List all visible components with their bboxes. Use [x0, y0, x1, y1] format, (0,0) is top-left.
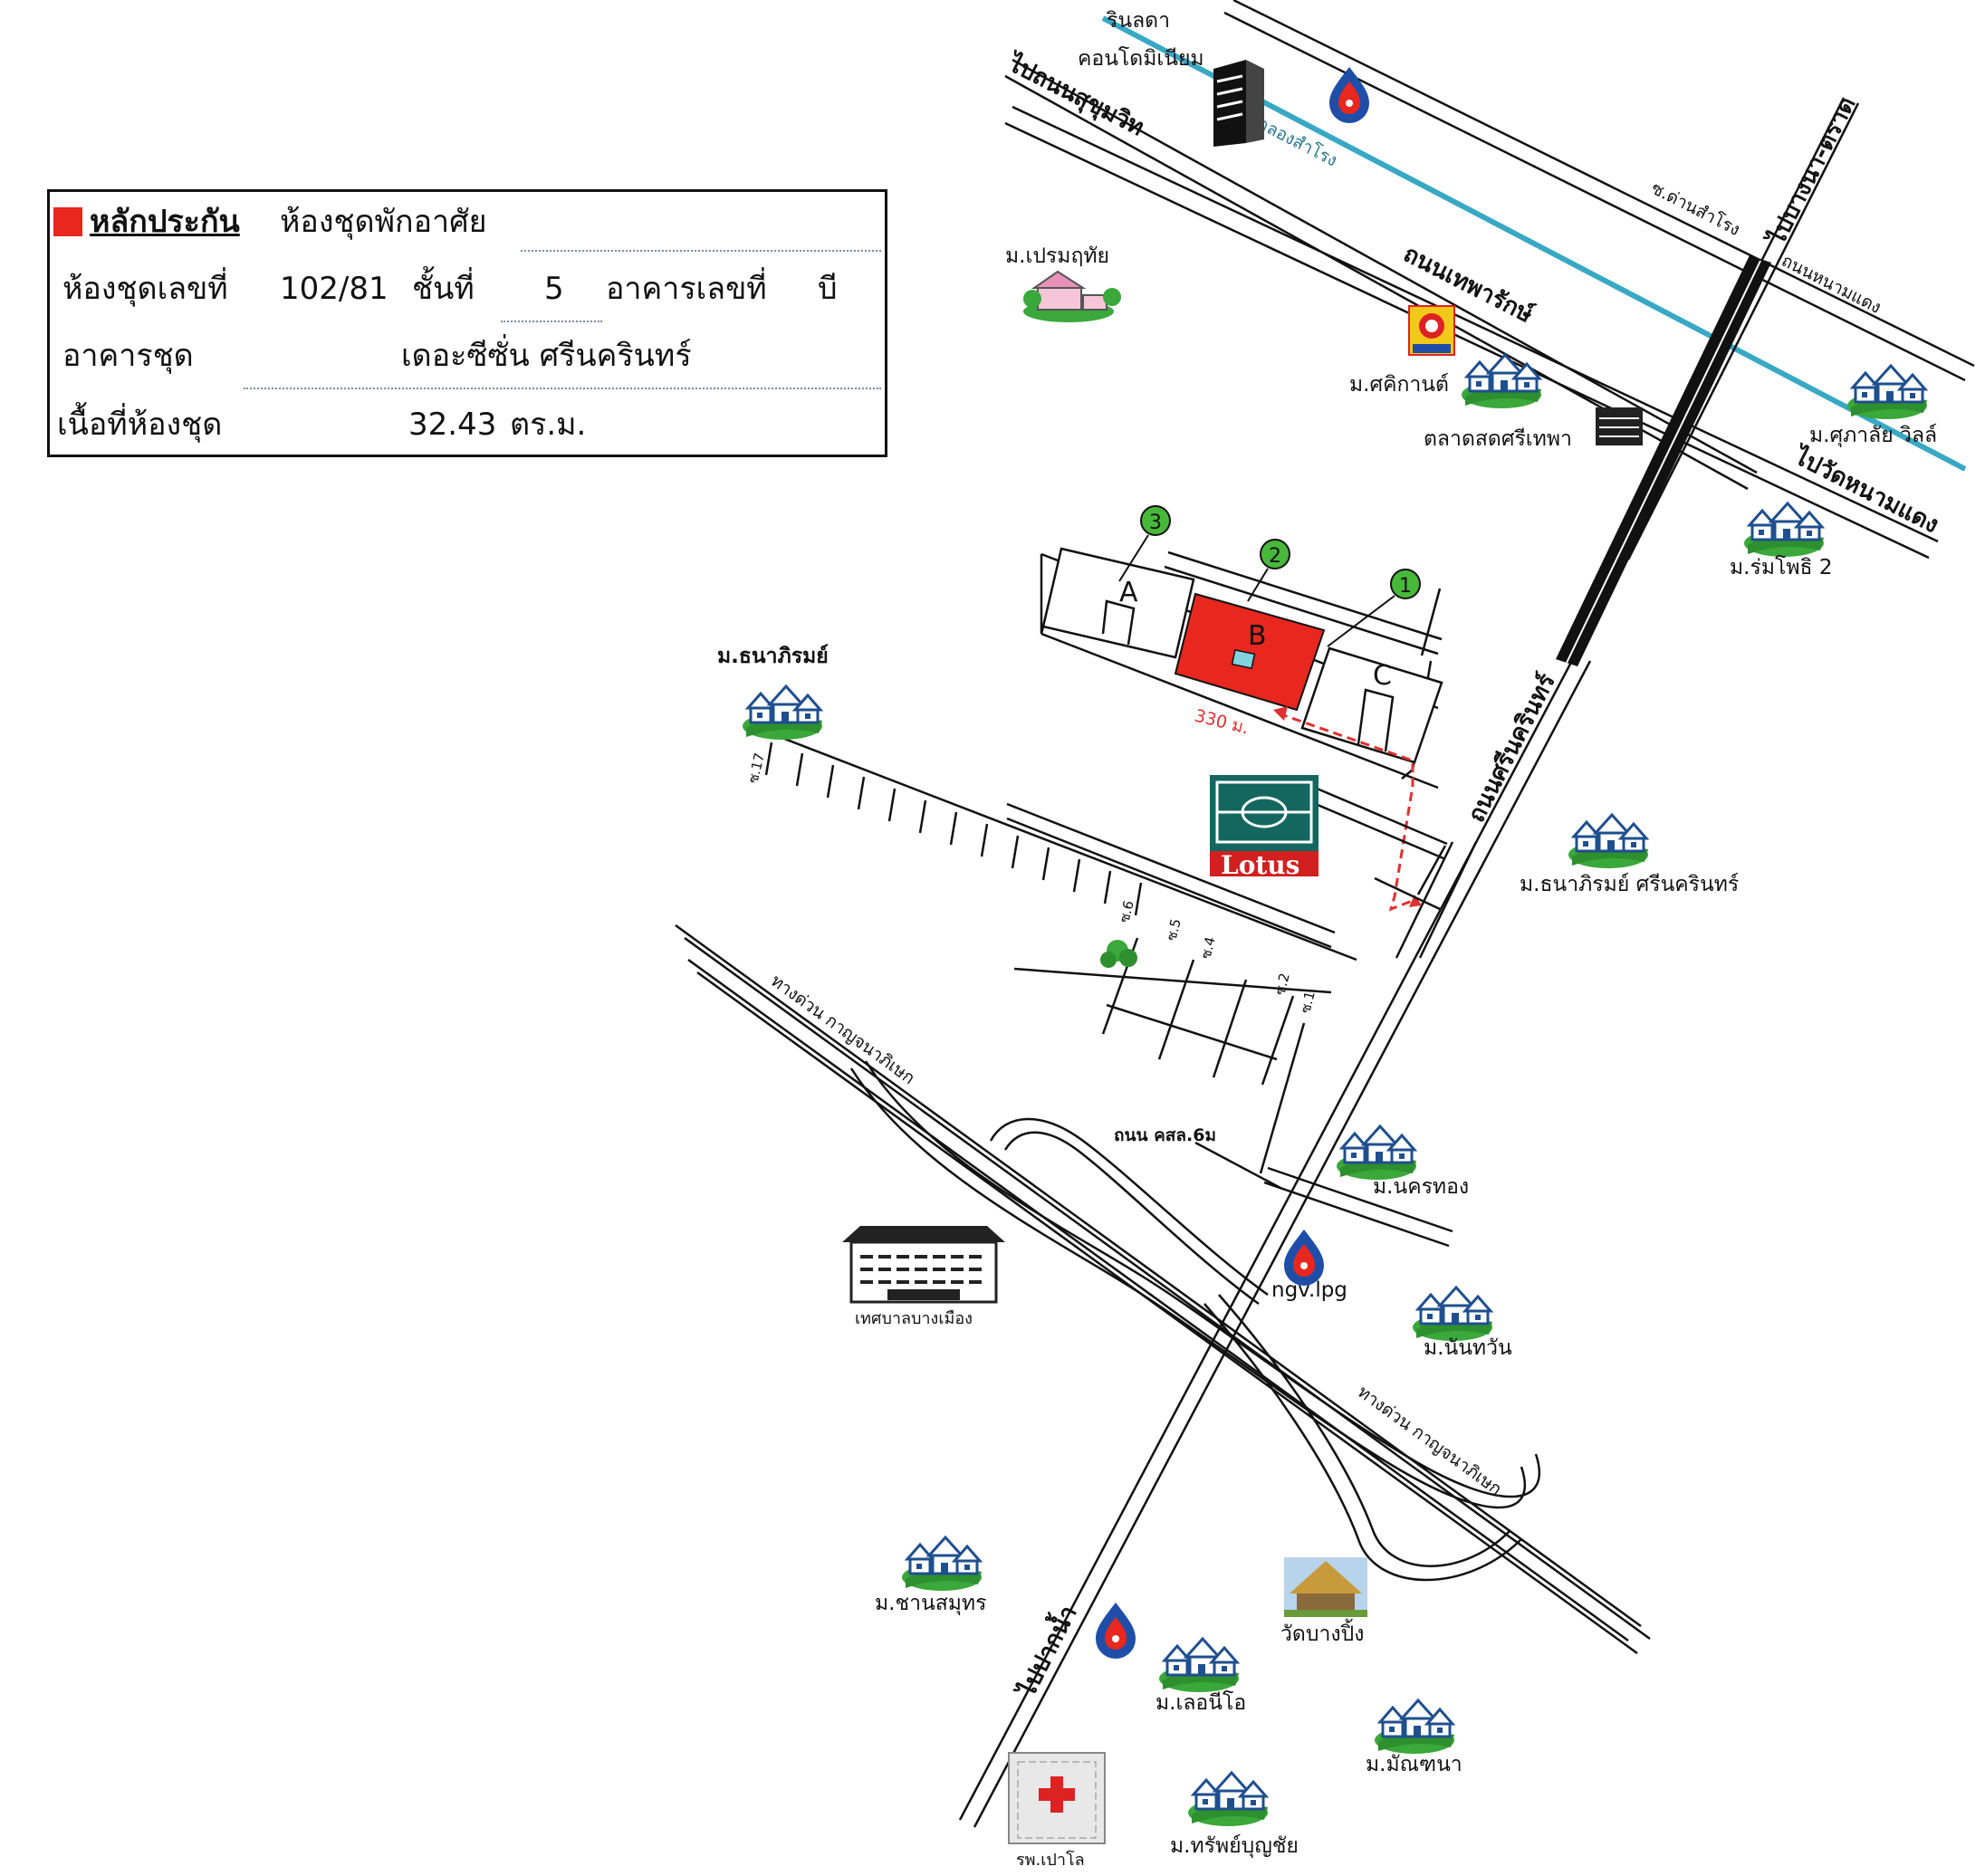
house-icon	[741, 684, 824, 742]
hospital-icon	[1008, 1752, 1106, 1844]
legend-title: หลักประกัน	[90, 204, 240, 240]
lotus-label: Lotus	[1221, 850, 1299, 880]
place-wat: วัดบางปิ้ง	[1280, 1619, 1364, 1646]
house-icon	[1335, 1125, 1418, 1182]
soi-4-label: ซ.4	[1197, 935, 1218, 961]
road-srinakarin-label: ถนนศรีนครินทร์	[1462, 669, 1561, 827]
place-municipality: เทศบาลบางเมือง	[855, 1309, 973, 1328]
place-monthana: ม.มัณฑนา	[1366, 1753, 1462, 1776]
tree-icon	[1100, 940, 1137, 968]
building-a-label: A	[1119, 577, 1138, 608]
place-supalai: ม.ศุภาลัย วิลล์	[1809, 423, 1937, 447]
place-ngv: ngv.lpg	[1271, 1278, 1347, 1302]
svg-text:1: 1	[1399, 575, 1412, 598]
house-icon	[1023, 270, 1121, 322]
place-thanapirom: ม.ธนาภิรมย์	[717, 644, 829, 668]
legend-divider	[501, 321, 602, 322]
soi-branches	[764, 742, 1306, 1174]
house-icon	[1460, 353, 1543, 410]
svg-text:2: 2	[1269, 545, 1281, 568]
legend-building-no-label: อาคารเลขที่	[606, 271, 767, 307]
condominium-tower-icon	[1213, 60, 1264, 147]
market-building-icon	[1596, 407, 1643, 445]
legend-condo-label: อาคารชุด	[62, 338, 194, 374]
house-icon	[1186, 1771, 1270, 1828]
road-pak-nam-label: ไปปากน้ำ	[1008, 1599, 1083, 1704]
building-b-label: B	[1248, 620, 1267, 652]
soi-grid	[774, 733, 1357, 994]
marker-3: 3	[1118, 505, 1171, 582]
expressway	[675, 924, 1651, 1655]
legend-divider	[244, 388, 881, 389]
house-icon	[1373, 1699, 1456, 1756]
place-nakhonthong: ม.นครทอง	[1373, 1175, 1469, 1199]
place-sapbunchai: ม.ทรัพย์บุญชัย	[1170, 1833, 1299, 1858]
soi-1-label: ซ.1	[1297, 990, 1318, 1015]
temple-icon	[1284, 1557, 1367, 1617]
place-romphothi: ม.ร่มโพธิ 2	[1730, 555, 1832, 579]
fuel-station-icon	[1284, 1230, 1324, 1286]
legend-collateral-type: ห้องชุดพักอาศัย	[280, 204, 487, 240]
building-blocks	[1041, 547, 1443, 764]
legend-building-no: บี	[818, 271, 838, 307]
legend-divider	[521, 250, 881, 252]
soi-5-label: ซ.5	[1163, 917, 1184, 943]
legend-condo-name: เดอะซีซั่น ศรีนครินทร์	[401, 338, 692, 374]
legend-area-label: เนื้อที่ห้องชุด	[57, 407, 223, 443]
house-icon	[900, 1536, 983, 1593]
fuel-station-icon	[1096, 1603, 1136, 1659]
legend-floor: 5	[544, 271, 564, 307]
lotus-roads	[1310, 786, 1448, 911]
municipal-office-icon	[842, 1226, 1005, 1304]
place-rinlada: รินลดา	[1106, 9, 1170, 33]
place-nanthawan: ม.นันทวัน	[1424, 1336, 1512, 1360]
place-lernio: ม.เลอนีโอ	[1156, 1690, 1246, 1715]
house-icon	[1157, 1637, 1241, 1694]
legend-area-value: 32.43	[408, 407, 497, 443]
khosol-label: ถนน คสล.6ม	[1114, 1125, 1216, 1145]
place-market: ตลาดสดศรีเทพา	[1424, 427, 1572, 451]
fuel-station-icon	[1329, 67, 1369, 123]
place-thanapirom-srinakarin: ม.ธนาภิรมย์ ศรีนครินทร์	[1520, 872, 1739, 896]
bangna-trat-highway	[1556, 97, 1860, 666]
road-bangna-trat-label: ไปบางนา-ตราด	[1760, 91, 1861, 252]
lotus-store-icon	[1210, 775, 1319, 876]
place-prem-ruethai: ม.เปรมฤทัย	[1005, 244, 1109, 268]
road-nam-daeng-label: ถนนหนามแดง	[1779, 251, 1884, 318]
soi-2-label: ซ.2	[1271, 972, 1292, 997]
srinakarin-road	[958, 653, 1592, 1828]
collateral-swatch	[53, 207, 82, 236]
collateral-legend: หลักประกัน ห้องชุดพักอาศัย ห้องชุดเลขที่…	[47, 189, 887, 457]
store-sign-icon	[1408, 305, 1455, 356]
building-c-label: C	[1373, 660, 1392, 692]
svg-text:3: 3	[1149, 512, 1162, 534]
house-icon	[1567, 813, 1650, 870]
khosol-road	[1194, 1141, 1453, 1248]
place-sakikan: ม.ศคิกานต์	[1349, 372, 1449, 397]
marker-2: 2	[1247, 539, 1290, 602]
soi-6-label: ซ.6	[1116, 899, 1136, 924]
house-icon	[1846, 364, 1929, 421]
legend-area-unit: ตร.ม.	[510, 407, 587, 443]
legend-unit-no-label: ห้องชุดเลขที่	[62, 271, 228, 307]
legend-floor-label: ชั้นที่	[412, 271, 475, 307]
soi-17-label: ซ.17	[744, 751, 768, 785]
legend-unit-no: 102/81	[280, 271, 388, 307]
place-chansamut: ม.ชานสมุทร	[875, 1592, 986, 1615]
marker-1: 1	[1327, 569, 1421, 647]
place-condominium: คอนโดมิเนียม	[1078, 46, 1204, 71]
place-hospital: รพ.เปาโล	[1016, 1850, 1085, 1870]
house-icon	[1411, 1286, 1494, 1343]
house-icon	[1742, 502, 1826, 559]
